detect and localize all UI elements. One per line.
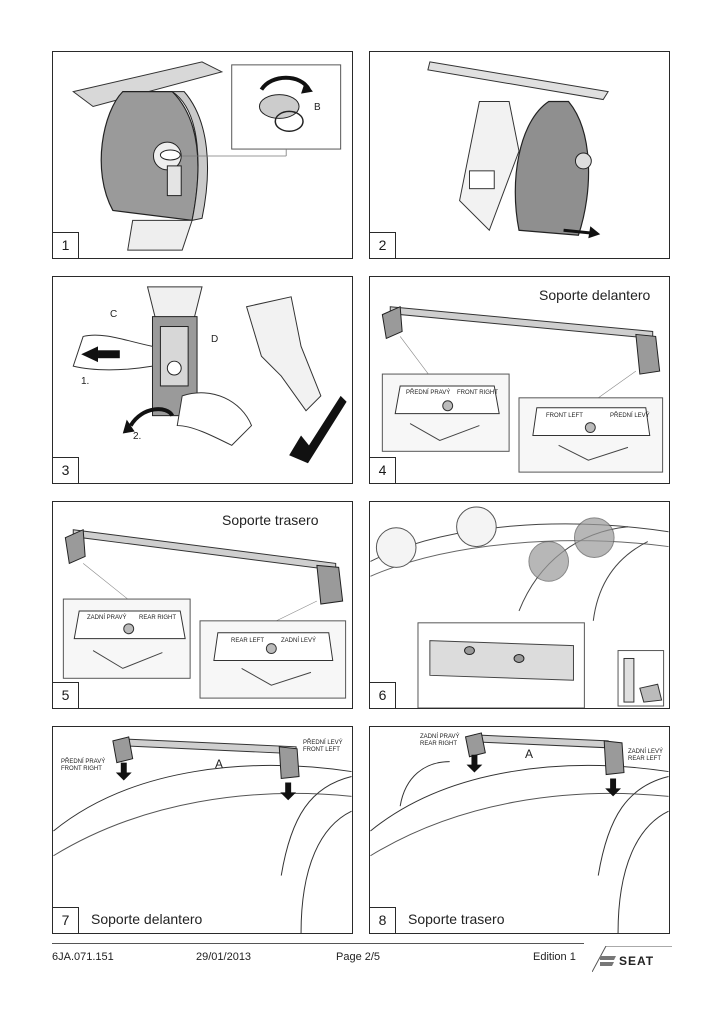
- tag-left-line2: FRONT RIGHT: [61, 766, 102, 772]
- step-number: 4: [370, 457, 396, 483]
- panel-step-3: C D 1. 2. 3: [52, 276, 353, 484]
- decal-text-en: REAR LEFT: [231, 638, 265, 644]
- seat-logo-wordmark: SEAT: [619, 954, 654, 968]
- panel-caption: Soporte delantero: [91, 911, 203, 927]
- document-date: 29/01/2013: [196, 951, 252, 963]
- illustration-roof-cleaning: [370, 506, 669, 708]
- illustration-cover-removed: [427, 61, 609, 239]
- panel-step-5: Soporte trasero ZADNÍ PRAVÝ REAR RIGHT R…: [52, 501, 353, 709]
- label-b: B: [314, 102, 321, 113]
- document-code: 6JA.071.151: [52, 951, 114, 963]
- tag-right-line2: REAR LEFT: [628, 756, 662, 762]
- bar-label-a: A: [215, 757, 224, 771]
- step-number: 1: [53, 232, 79, 258]
- illustration-rear-bar: [62, 528, 347, 699]
- label-step-2: 2.: [133, 431, 142, 442]
- illustration-unlock-bracket: [72, 286, 347, 464]
- label-step-1: 1.: [81, 376, 90, 387]
- illustration-front-bar: [381, 305, 664, 473]
- panel-title: Soporte trasero: [222, 512, 319, 528]
- tag-left-line1: ZADNÍ PRAVÝ: [420, 734, 460, 740]
- panel-step-7: PŘEDNÍ PRAVÝ FRONT RIGHT PŘEDNÍ LEVÝ FRO…: [52, 726, 353, 934]
- decal-text-en: FRONT LEFT: [546, 413, 583, 419]
- footer-rule: [52, 943, 584, 944]
- illustration-lock-open: [72, 61, 342, 251]
- panel-step-2: 2: [369, 51, 670, 259]
- label-c: C: [110, 309, 118, 320]
- step-number: 7: [53, 907, 79, 933]
- tag-right-line1: ZADNÍ LEVÝ: [628, 749, 664, 755]
- panel-title: Soporte delantero: [539, 287, 651, 303]
- decal-text-en: REAR RIGHT: [139, 615, 177, 621]
- tag-left-line2: REAR RIGHT: [420, 741, 458, 747]
- step-number: 5: [53, 682, 79, 708]
- decal-text-en: FRONT RIGHT: [457, 390, 498, 396]
- step-number: 3: [53, 457, 79, 483]
- decal-text-cz: ZADNÍ PRAVÝ: [87, 615, 127, 621]
- seat-logo: SEAT: [592, 946, 672, 972]
- decal-text-cz: ZADNÍ LEVÝ: [281, 638, 317, 644]
- page-number: Page 2/5: [336, 951, 381, 963]
- step-number: 2: [370, 232, 396, 258]
- panel-step-6: 6: [369, 501, 670, 709]
- decal-text-cz: PŘEDNÍ LEVÝ: [610, 413, 650, 419]
- step-number: 8: [370, 907, 396, 933]
- decal-text-cz: PŘEDNÍ PRAVÝ: [406, 390, 451, 396]
- edition-label: Edition 1: [533, 951, 576, 963]
- panel-step-8: ZADNÍ PRAVÝ REAR RIGHT ZADNÍ LEVÝ REAR L…: [369, 726, 670, 934]
- tag-left-line1: PŘEDNÍ PRAVÝ: [61, 759, 106, 765]
- panel-step-4: Soporte delantero PŘEDNÍ PRAVÝ FRONT RIG…: [369, 276, 670, 484]
- tag-right-line1: PŘEDNÍ LEVÝ: [303, 740, 343, 746]
- illustration-front-bar-on-car: [53, 736, 352, 933]
- step-number: 6: [370, 682, 396, 708]
- illustration-rear-bar-on-car: [370, 732, 669, 933]
- panel-step-1: B 1: [52, 51, 353, 259]
- bar-label-a: A: [525, 747, 534, 761]
- panel-caption: Soporte trasero: [408, 911, 505, 927]
- label-d: D: [211, 334, 219, 345]
- tag-right-line2: FRONT LEFT: [303, 747, 340, 753]
